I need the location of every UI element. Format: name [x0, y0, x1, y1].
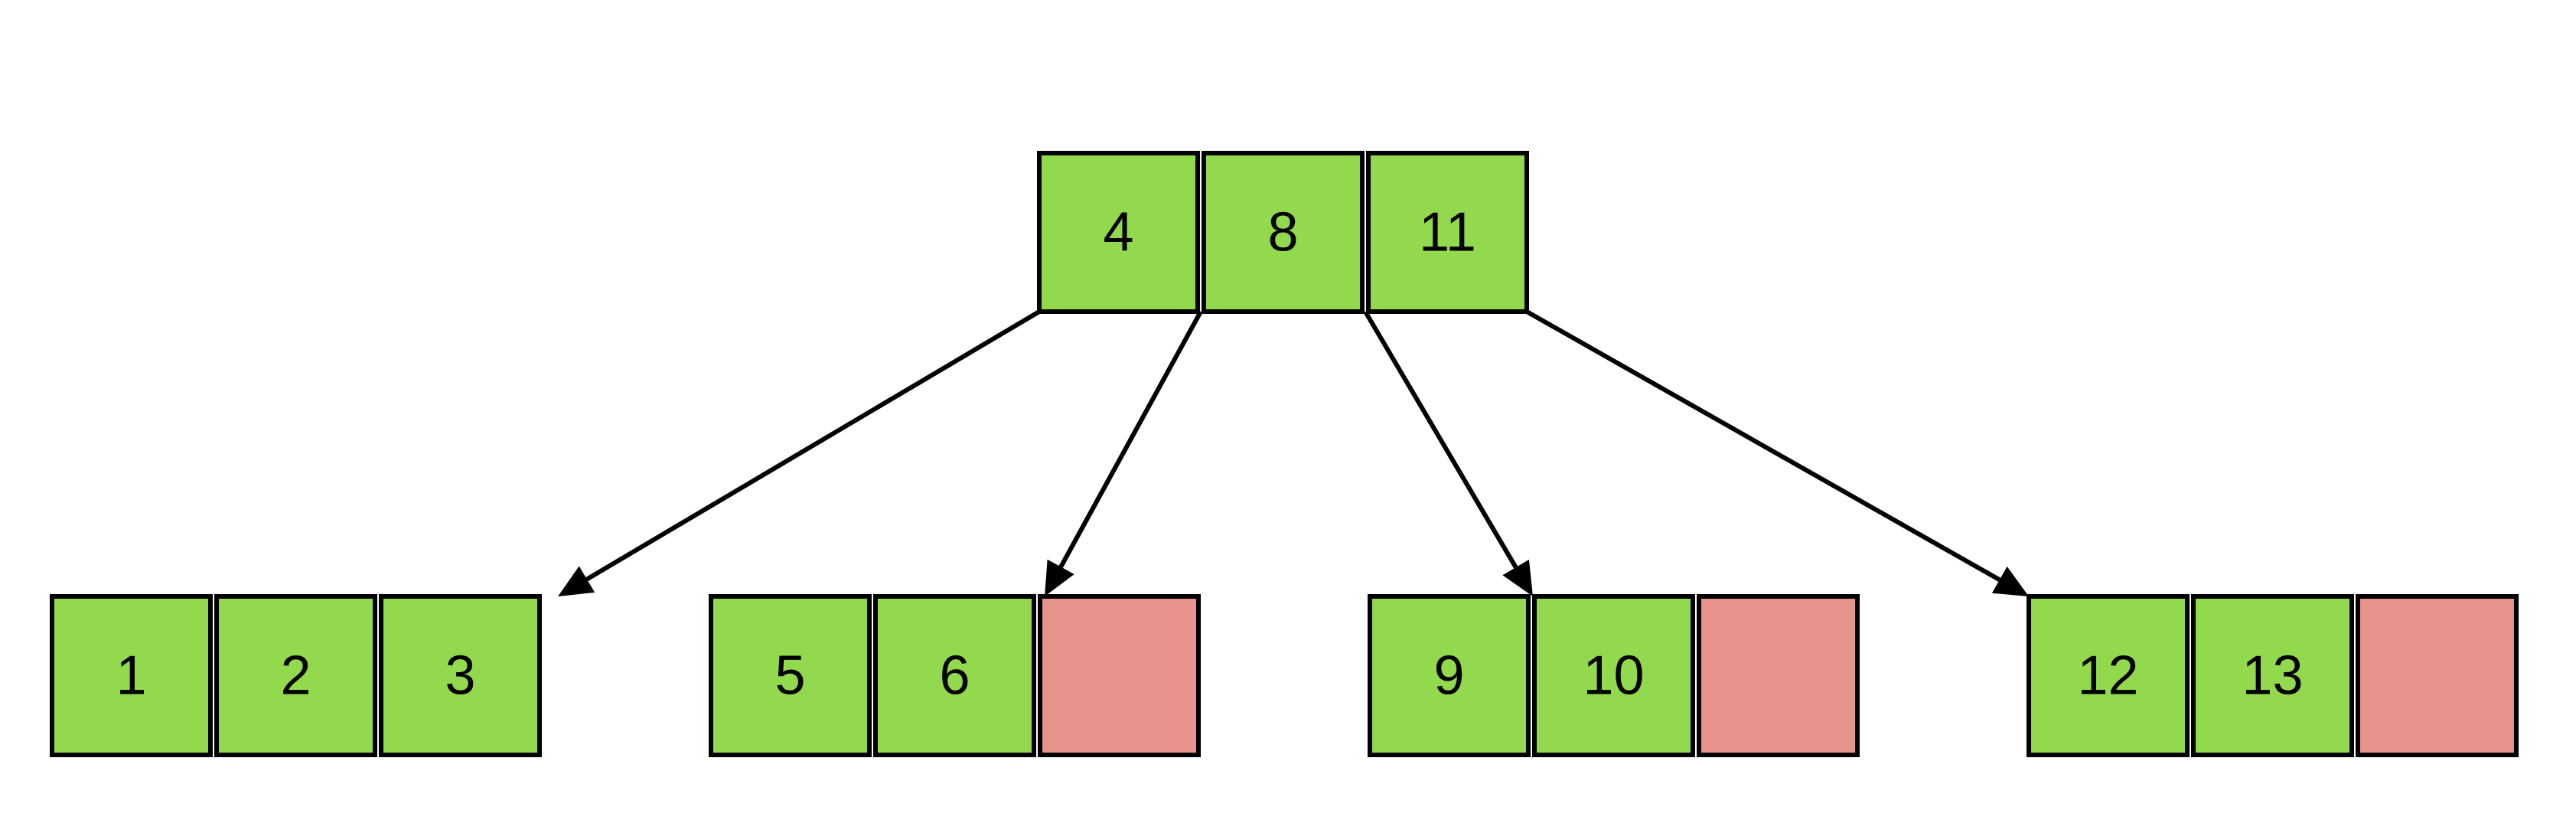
key-label: 13 [2242, 645, 2303, 707]
key-cell [214, 594, 377, 757]
key-cell [2191, 594, 2354, 757]
key-label: 8 [1267, 202, 1298, 263]
arrowhead-icon [558, 566, 595, 596]
btree-node-root: 4 8 11 [1037, 151, 1529, 314]
arrowhead-icon [1991, 566, 2029, 596]
edge-line [585, 309, 1041, 582]
key-label: 9 [1433, 645, 1464, 707]
key-label: 1 [116, 645, 146, 707]
key-cell [50, 594, 213, 757]
edge-root-to-child-2 [1045, 310, 1203, 596]
edge-line [1058, 310, 1203, 568]
arrowhead-icon [1502, 559, 1533, 596]
key-cell [1532, 594, 1695, 757]
empty-key-slot [2356, 594, 2519, 757]
edge-root-to-child-3 [1363, 310, 1533, 596]
key-label: 11 [1419, 202, 1476, 263]
key-label: 12 [2077, 645, 2138, 707]
edge-line [1525, 309, 2001, 582]
empty-key-slot [1697, 594, 1860, 757]
key-label: 10 [1583, 645, 1644, 707]
key-cell [1366, 151, 1529, 314]
btree-node-child-1: 1 2 3 [50, 594, 542, 757]
edge-line [1363, 310, 1518, 569]
key-label: 4 [1103, 202, 1133, 263]
arrowhead-icon [1045, 559, 1074, 596]
edge-root-to-child-4 [1525, 309, 2029, 596]
edge-root-to-child-1 [558, 309, 1041, 596]
btree-node-child-4: 12 13 [2027, 594, 2519, 757]
key-label: 3 [445, 645, 475, 707]
key-label: 5 [774, 645, 805, 707]
key-cell [2027, 594, 2190, 757]
key-cell [709, 594, 872, 757]
key-label: 6 [939, 645, 970, 707]
key-cell [873, 594, 1036, 757]
key-cell [1202, 151, 1365, 314]
key-cell [1368, 594, 1531, 757]
btree-node-child-3: 9 10 [1368, 594, 1860, 757]
empty-key-slot [1038, 594, 1201, 757]
key-cell [1037, 151, 1200, 314]
edges-layer [558, 309, 2029, 596]
key-cell [379, 594, 542, 757]
key-label: 2 [280, 645, 311, 707]
